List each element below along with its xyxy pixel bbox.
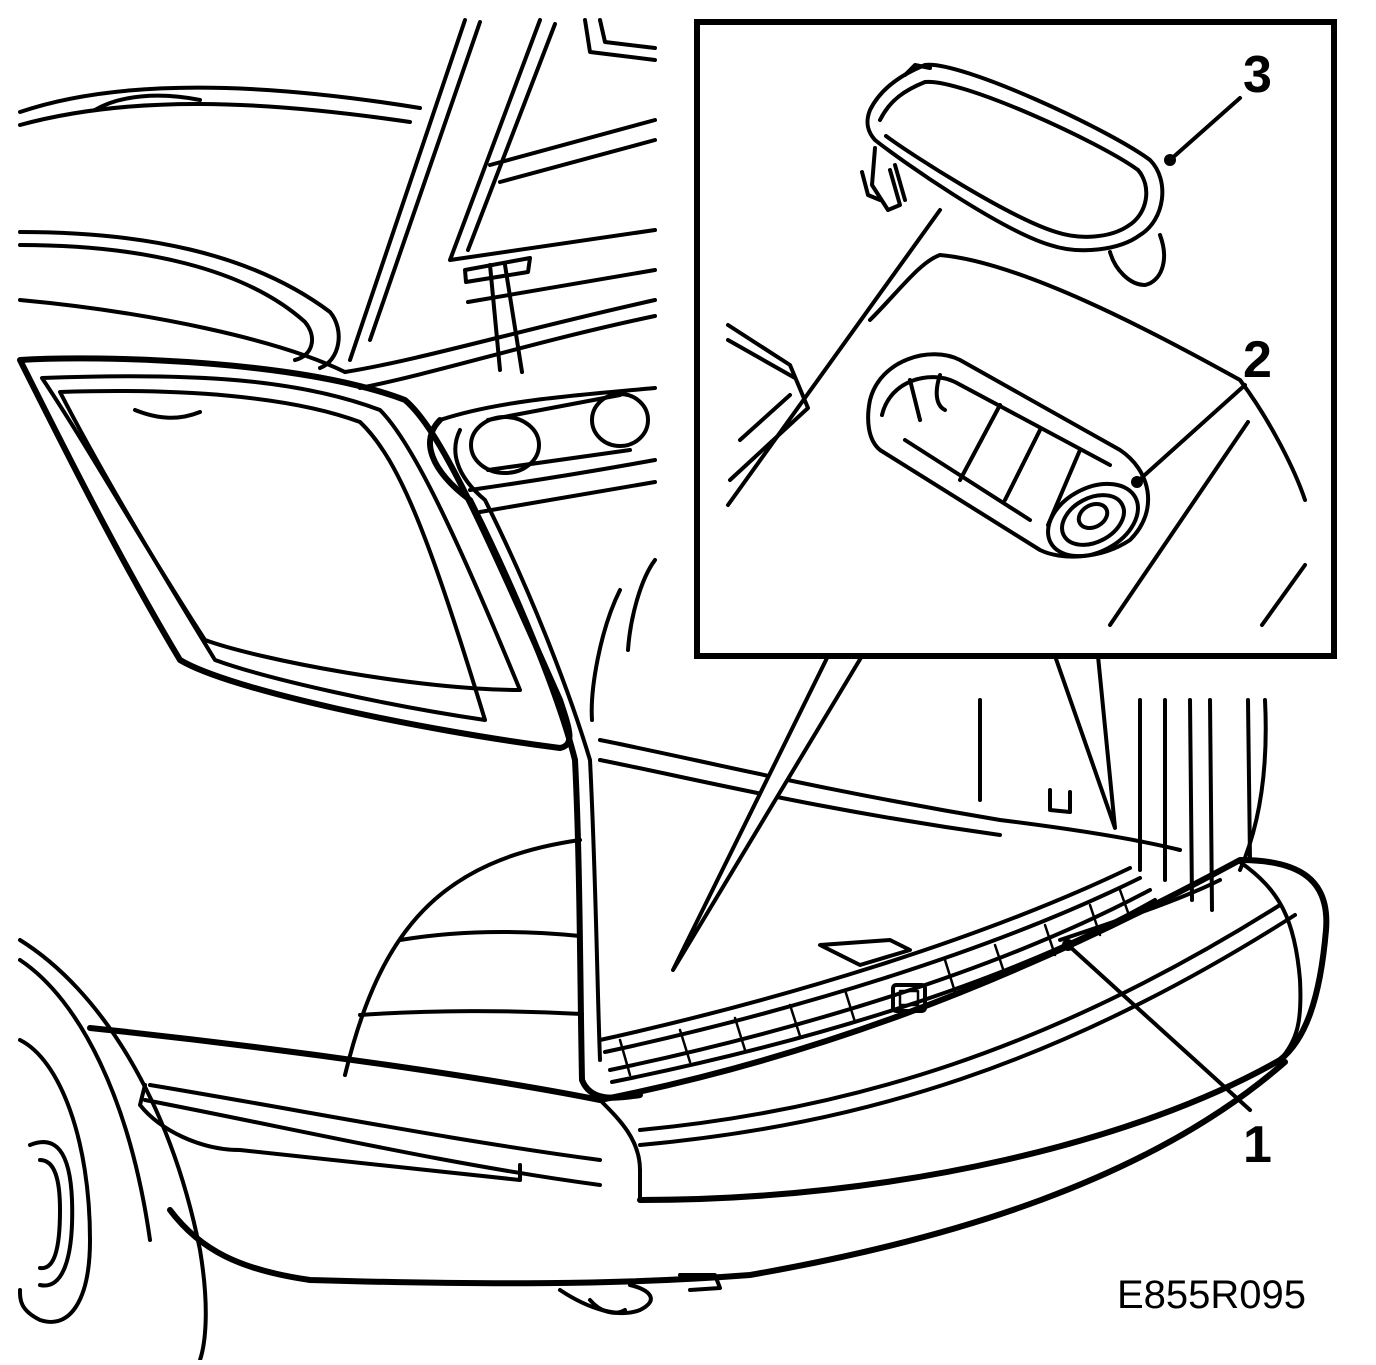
callout-3: 3	[1243, 46, 1272, 104]
rear-side-window	[17, 355, 573, 751]
sill-plate	[598, 866, 1157, 1084]
load-cover-roll	[438, 386, 657, 514]
leader-line-1	[1066, 943, 1252, 1112]
rear-bumper	[87, 857, 1330, 1315]
leader-line-2	[1135, 383, 1247, 484]
callout-2: 2	[1243, 331, 1272, 389]
figure-id: E855R095	[1117, 1273, 1306, 1317]
trunk-interior	[343, 698, 1268, 1077]
detail-inset	[671, 19, 1337, 972]
leader-dot-1	[1062, 939, 1074, 951]
car-roof	[18, 85, 657, 390]
rear-wheel	[18, 938, 208, 1362]
tailgate-open	[348, 18, 657, 374]
inset-content	[726, 62, 1307, 627]
leader-dot-3	[1164, 154, 1176, 166]
trunk-opening-frame	[427, 417, 1182, 1101]
leader-dot-2	[1131, 476, 1143, 488]
callout-1: 1	[1243, 1116, 1272, 1174]
leader-lines	[1062, 96, 1252, 1112]
leader-line-3	[1168, 96, 1242, 162]
